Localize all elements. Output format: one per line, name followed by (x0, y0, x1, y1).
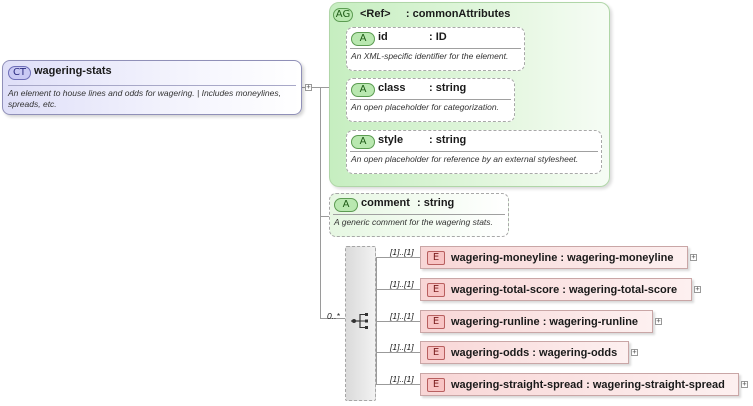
expand-icon[interactable]: + (694, 285, 701, 293)
element-cardinality: [1]..[1] (390, 279, 414, 289)
sequence-compositor[interactable] (345, 246, 376, 401)
attribute-badge-icon: A (334, 198, 358, 212)
ct-divider (8, 85, 296, 86)
element-wagering-runline[interactable]: E wagering-runline : wagering-runline (420, 310, 653, 333)
attribute-badge-icon: A (351, 32, 375, 46)
attribute-name: style : string (378, 134, 466, 146)
connector-to-el-2 (376, 321, 420, 322)
attribute-description: An XML-specific identifier for the eleme… (351, 51, 509, 61)
element-cardinality: [1]..[1] (390, 374, 414, 384)
attribute-description: An open placeholder for reference by an … (351, 154, 579, 164)
element-wagering-straight-spread[interactable]: E wagering-straight-spread : wagering-st… (420, 373, 739, 396)
attr-comment-type: : string (417, 197, 455, 209)
connector-to-sequence (320, 318, 345, 319)
element-wagering-moneyline[interactable]: E wagering-moneyline : wagering-moneylin… (420, 246, 688, 269)
complex-type-name: wagering-stats (34, 65, 112, 77)
ct-expand-icon[interactable]: + (305, 83, 312, 91)
attr-class-type: : string (429, 82, 467, 94)
attribute-badge-icon: A (351, 135, 375, 149)
el-3-type: : wagering-odds (532, 347, 618, 359)
connector-to-el-1 (376, 289, 420, 290)
expand-icon[interactable]: + (741, 380, 748, 388)
el-0-type: : wagering-moneyline (560, 252, 674, 264)
expand-icon[interactable]: + (655, 317, 662, 325)
complex-type-box[interactable]: CT wagering-stats An element to house li… (2, 60, 302, 115)
el-4-type: : wagering-straight-spread (586, 379, 725, 391)
attribute-comment-box[interactable]: A comment : string A generic comment for … (329, 193, 509, 237)
el-1-type: : wagering-total-score (562, 284, 678, 296)
attribute-style-box[interactable]: A style : string An open placeholder for … (346, 130, 602, 174)
connector-to-comment (320, 216, 329, 217)
sequence-icon (351, 313, 368, 329)
ct-badge-icon: CT (8, 66, 31, 80)
attr-style-name: style (378, 134, 404, 146)
complex-type-description: An element to house lines and odds for w… (8, 88, 281, 109)
element-badge-icon: E (427, 378, 445, 392)
el-1-name: wagering-total-score (451, 284, 560, 296)
attribute-name: id : ID (378, 31, 447, 43)
element-name: wagering-runline : wagering-runline (451, 316, 638, 328)
attribute-name: class : string (378, 82, 466, 94)
connector-to-attribute-group (320, 87, 329, 88)
connector-to-el-4 (376, 384, 420, 385)
ag-ref-label: <Ref> (360, 8, 391, 20)
connector-trunk (320, 87, 321, 318)
attribute-group-label: <Ref> : commonAttributes (360, 8, 510, 20)
attribute-divider (350, 48, 521, 49)
el-3-name: wagering-odds (451, 347, 530, 359)
attribute-divider (350, 151, 598, 152)
attribute-description: An open placeholder for categorization. (351, 102, 499, 112)
attr-class-name: class (378, 82, 406, 94)
el-2-name: wagering-runline (451, 316, 540, 328)
attribute-description: A generic comment for the wagering stats… (334, 217, 493, 227)
attr-style-type: : string (429, 134, 467, 146)
element-wagering-total-score[interactable]: E wagering-total-score : wagering-total-… (420, 278, 692, 301)
attr-id-type: : ID (429, 31, 447, 43)
el-0-name: wagering-moneyline (451, 252, 558, 264)
ag-badge-icon: AG (333, 8, 353, 22)
attribute-class-box[interactable]: A class : string An open placeholder for … (346, 78, 515, 122)
attribute-badge-icon: A (351, 83, 375, 97)
attribute-divider (333, 214, 505, 215)
element-name: wagering-odds : wagering-odds (451, 347, 617, 359)
expand-icon[interactable]: + (690, 253, 697, 261)
attr-id-name: id (378, 31, 388, 43)
element-badge-icon: E (427, 315, 445, 329)
element-cardinality: [1]..[1] (390, 311, 414, 321)
connector-to-el-3 (376, 352, 420, 353)
element-name: wagering-total-score : wagering-total-sc… (451, 284, 677, 296)
el-2-type: : wagering-runline (542, 316, 639, 328)
attribute-divider (350, 99, 511, 100)
connector-to-el-0 (376, 257, 420, 258)
el-4-name: wagering-straight-spread (451, 379, 584, 391)
element-badge-icon: E (427, 283, 445, 297)
element-badge-icon: E (427, 251, 445, 265)
expand-icon[interactable]: + (631, 348, 638, 356)
element-badge-icon: E (427, 346, 445, 360)
element-cardinality: [1]..[1] (390, 342, 414, 352)
connector-seq-trunk (376, 257, 377, 384)
element-name: wagering-straight-spread : wagering-stra… (451, 379, 725, 391)
ag-name: : commonAttributes (405, 8, 511, 20)
element-name: wagering-moneyline : wagering-moneyline (451, 252, 674, 264)
sequence-cardinality: 0..* (327, 311, 340, 321)
attribute-id-box[interactable]: A id : ID An XML-specific identifier for … (346, 27, 525, 71)
attr-comment-name: comment (361, 197, 410, 209)
attribute-name: comment : string (361, 197, 454, 209)
element-wagering-odds[interactable]: E wagering-odds : wagering-odds (420, 341, 629, 364)
element-cardinality: [1]..[1] (390, 247, 414, 257)
